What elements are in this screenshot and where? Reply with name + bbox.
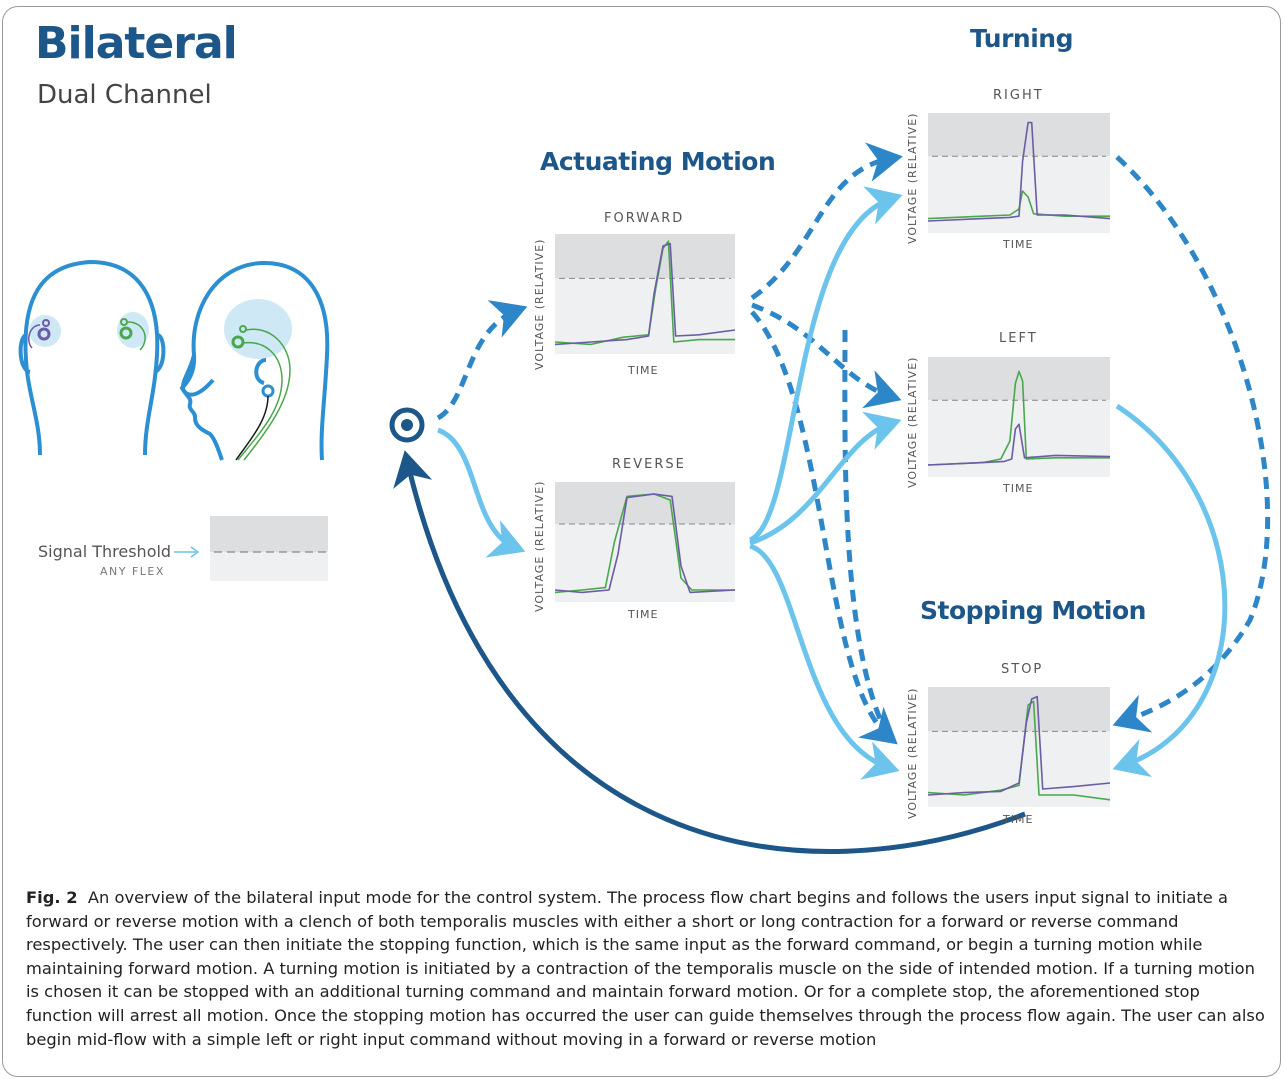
flow-diagram bbox=[18, 113, 1271, 854]
figure-caption: Fig. 2 An overview of the bilateral inpu… bbox=[26, 886, 1266, 1051]
right-panel-above-threshold bbox=[928, 113, 1110, 157]
arrow-dashed-vertical bbox=[842, 329, 893, 742]
right-x-label: TIME bbox=[1003, 238, 1034, 251]
panel-stop-title: STOP bbox=[1001, 662, 1044, 677]
forward-panel-below-threshold bbox=[555, 278, 735, 354]
left-trace-purple bbox=[927, 423, 1111, 466]
figure-frame bbox=[2, 6, 1281, 1077]
arrow-forward-to-stop bbox=[750, 310, 898, 745]
panel-reverse-title: REVERSE bbox=[612, 457, 686, 472]
stop-y-label: VOLTAGE (RELATIVE) bbox=[906, 687, 919, 819]
threshold-legend-label: Signal Threshold bbox=[38, 542, 172, 561]
section-actuating-motion: Actuating Motion bbox=[540, 147, 776, 176]
forward-trace-purple bbox=[554, 242, 736, 346]
right-panel-below-threshold bbox=[928, 156, 1110, 233]
left-trace-green bbox=[927, 370, 1110, 466]
stop-trace-purple bbox=[927, 695, 1111, 796]
arrow-start-to-forward bbox=[436, 300, 528, 421]
threshold-legend-swatch bbox=[174, 516, 328, 581]
forward-x-label: TIME bbox=[628, 364, 659, 377]
right-trace-purple bbox=[927, 121, 1111, 222]
reverse-panel-above-threshold bbox=[555, 482, 735, 524]
arrow-forward-to-right bbox=[750, 142, 903, 301]
arrow-stop-to-start bbox=[393, 450, 1026, 854]
forward-y-label: VOLTAGE (RELATIVE) bbox=[533, 238, 546, 370]
stop-trace-green bbox=[927, 700, 1111, 801]
arrow-reverse-to-right bbox=[748, 186, 903, 543]
left-panel-below-threshold bbox=[928, 400, 1110, 477]
start-node bbox=[389, 407, 425, 443]
signal-panel-left bbox=[927, 357, 1111, 477]
right-y-label: VOLTAGE (RELATIVE) bbox=[906, 112, 919, 244]
section-turning: Turning bbox=[970, 24, 1074, 53]
reverse-trace-purple bbox=[554, 493, 736, 594]
left-panel-above-threshold bbox=[928, 357, 1110, 401]
head-back-view bbox=[18, 259, 166, 456]
panel-right-title: RIGHT bbox=[993, 88, 1044, 103]
left-x-label: TIME bbox=[1003, 482, 1034, 495]
figure-subtitle: Dual Channel bbox=[37, 80, 212, 110]
forward-panel-above-threshold bbox=[555, 234, 735, 279]
arrow-reverse-to-left bbox=[749, 411, 902, 546]
signal-panel-right bbox=[927, 113, 1111, 233]
section-stopping-motion: Stopping Motion bbox=[920, 596, 1146, 625]
reverse-y-label: VOLTAGE (RELATIVE) bbox=[533, 480, 546, 612]
figure-title: Bilateral bbox=[35, 18, 238, 69]
reverse-x-label: TIME bbox=[628, 608, 659, 621]
caption-text: An overview of the bilateral input mode … bbox=[26, 888, 1265, 1049]
signal-panel-stop bbox=[927, 687, 1111, 807]
head-side-view bbox=[179, 260, 330, 461]
stop-panel-above-threshold bbox=[928, 687, 1110, 732]
arrow-forward-to-left bbox=[751, 302, 902, 409]
signal-panel-reverse bbox=[554, 482, 736, 602]
arrow-left-to-stop bbox=[1112, 403, 1228, 778]
arrow-right-to-stop bbox=[1112, 155, 1271, 733]
threshold-legend-sublabel: ANY FLEX bbox=[100, 565, 165, 578]
stop-x-label: TIME bbox=[1003, 813, 1034, 826]
left-y-label: VOLTAGE (RELATIVE) bbox=[906, 356, 919, 488]
caption-label: Fig. 2 bbox=[26, 888, 78, 907]
signal-panel-forward bbox=[554, 234, 736, 354]
arrow-reverse-to-stop bbox=[749, 543, 900, 780]
panel-forward-title: FORWARD bbox=[604, 211, 685, 226]
arrow-start-to-reverse bbox=[436, 427, 526, 558]
panel-left-title: LEFT bbox=[999, 331, 1038, 346]
